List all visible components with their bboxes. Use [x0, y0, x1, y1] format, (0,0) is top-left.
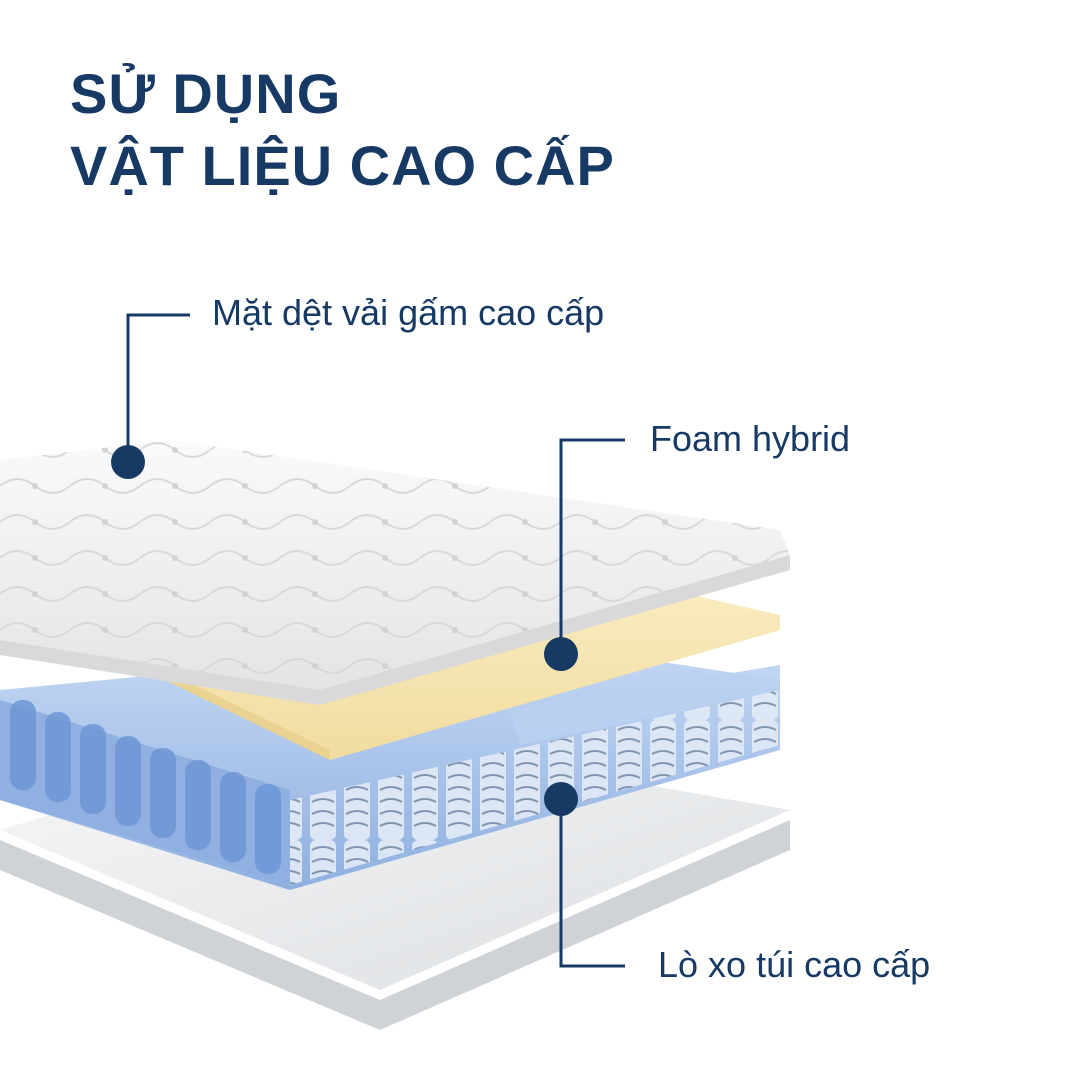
callout-top-dot: [111, 445, 145, 479]
callout-label-foam-layer: Foam hybrid: [650, 418, 851, 459]
callout-label-spring-layer: Lò xo túi cao cấp: [658, 944, 931, 985]
callout-foam: [559, 438, 625, 650]
callout-foam-dot: [544, 637, 578, 671]
title-line-1: SỬ DỤNG: [70, 62, 342, 125]
callout-spring-dot: [544, 782, 578, 816]
title-line-2: VẬT LIỆU CAO CẤP: [70, 134, 615, 197]
quilted-top-layer: [0, 440, 790, 705]
page-title: SỬ DỤNG VẬT LIỆU CAO CẤP: [70, 58, 615, 202]
callout-top: [126, 313, 190, 458]
spring-layer: [0, 640, 780, 890]
callout-label-top-layer: Mặt dệt vải gấm cao cấp: [212, 292, 605, 333]
callout-spring: [559, 800, 625, 968]
